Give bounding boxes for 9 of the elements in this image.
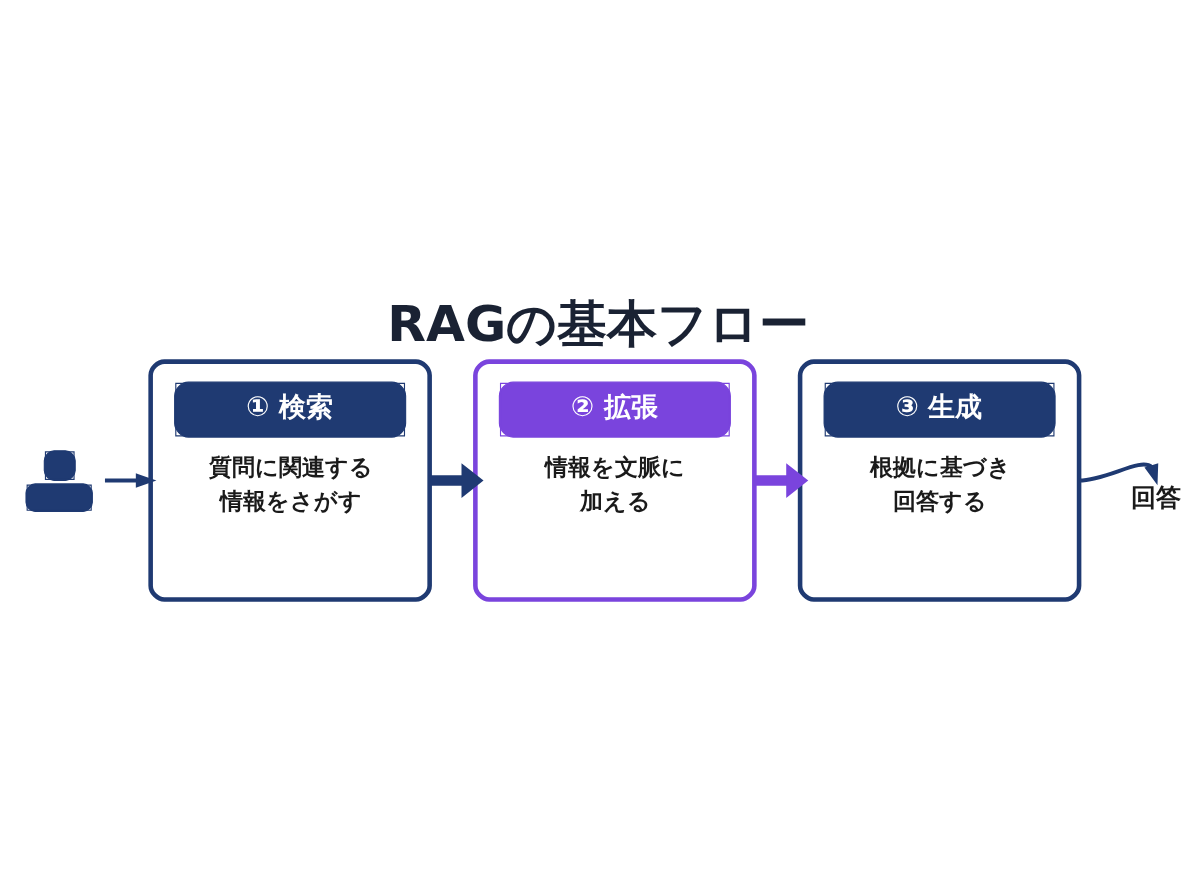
arrow [104, 472, 157, 488]
node-box: ② 拡張 情報を文脈に加える [473, 358, 757, 602]
node-box: ① 検索 質問に関連する情報をさがす [148, 358, 432, 602]
arrow [1078, 462, 1159, 485]
node-box: ③ 生成 根拠に基づき回答する [797, 358, 1082, 602]
arrow [754, 462, 809, 498]
arrow [429, 462, 484, 498]
diagram-title: RAGの基本フロー [387, 293, 810, 353]
node-text: 回答 [1130, 482, 1181, 512]
